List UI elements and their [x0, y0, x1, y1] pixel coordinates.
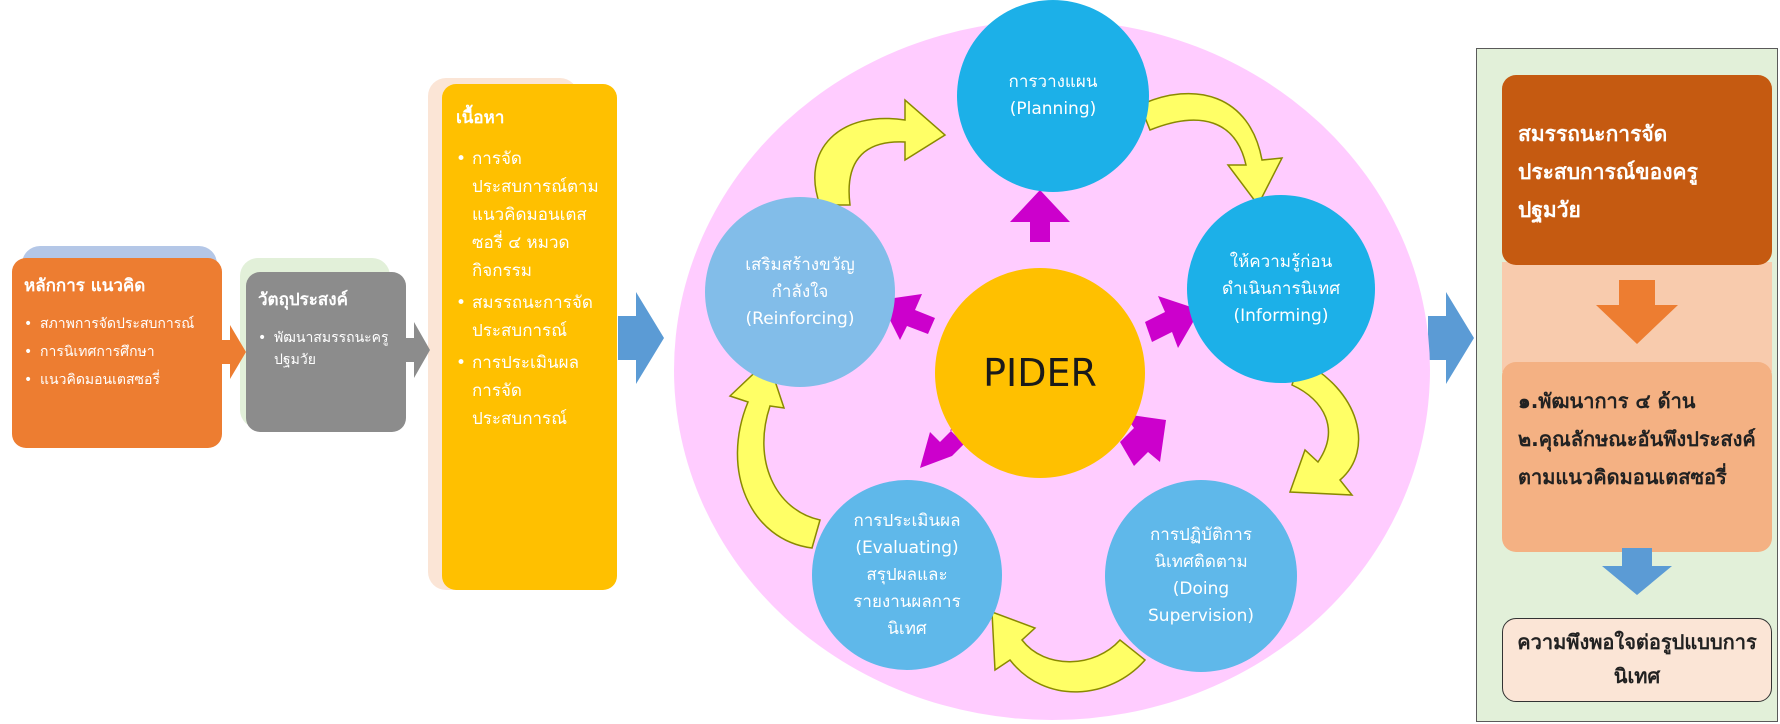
node-evaluating-line: สรุปผลและ	[866, 564, 948, 585]
arrow-center-to-evaluating	[920, 428, 964, 468]
objective-item: พัฒนาสมรรถนะครูปฐมวัย	[258, 327, 394, 371]
results-box: ๑.พัฒนาการ ๔ ด้าน ๒.คุณลักษณะอันพึงประสง…	[1502, 362, 1772, 552]
node-doing-line: (Doing	[1172, 579, 1230, 599]
node-informing-line: (Informing)	[1233, 305, 1329, 326]
node-reinforcing-line: กำลังใจ	[771, 281, 829, 302]
node-evaluating-line: (Evaluating)	[855, 537, 959, 558]
result-item: ๑.พัฒนาการ ๔ ด้าน	[1518, 389, 1696, 413]
principles-item: สภาพการจัดประสบการณ์	[24, 313, 210, 335]
curved-arrow-evaluating-to-reinforcing	[728, 358, 821, 549]
arrow-principles-to-objective	[220, 325, 246, 379]
arrow-cycle-to-outcome	[1428, 292, 1474, 384]
content-title: เนื้อหา	[456, 108, 505, 128]
arrow-objective-to-content	[404, 322, 430, 378]
node-doing-line: Supervision)	[1148, 606, 1254, 626]
curved-arrow-planning-to-informing	[1139, 92, 1284, 207]
content-item: สมรรถนะการจัดประสบการณ์	[456, 289, 603, 345]
curved-arrow-reinforcing-to-planning	[814, 98, 947, 206]
node-evaluating: การประเมินผล (Evaluating) สรุปผลและ รายง…	[812, 480, 1002, 670]
arrow-center-to-planning	[1010, 190, 1070, 242]
center-label: PIDER	[983, 351, 1097, 395]
content-item: การจัดประสบการณ์ตามแนวคิดมอนเตสซอรี่ ๔ ห…	[456, 145, 603, 285]
arrow-center-to-doing	[1120, 414, 1166, 466]
principles-item: แนวคิดมอนเตสซอรี่	[24, 369, 210, 391]
objective-box: วัตถุประสงค์ พัฒนาสมรรถนะครูปฐมวัย	[246, 272, 406, 432]
node-evaluating-line: รายงานผลการ	[853, 591, 961, 612]
magenta-arrows-group	[880, 190, 1200, 468]
node-reinforcing: เสริมสร้างขวัญ กำลังใจ (Reinforcing)	[705, 197, 895, 387]
node-doing: การปฏิบัติการ นิเทศติดตาม (Doing Supervi…	[1105, 480, 1297, 672]
node-evaluating-line: นิเทศ	[887, 618, 927, 639]
node-planning-line: (Planning)	[1009, 99, 1097, 119]
node-doing-line: การปฏิบัติการ	[1150, 525, 1252, 545]
curved-arrows-group	[728, 92, 1360, 693]
arrow-center-to-informing	[1145, 296, 1200, 348]
node-reinforcing-line: เสริมสร้างขวัญ	[745, 254, 855, 275]
node-planning: การวางแผน (Planning)	[957, 0, 1149, 192]
objective-title: วัตถุประสงค์	[258, 290, 348, 310]
result-item: ๒.คุณลักษณะอันพึงประสงค์ตามแนวคิดมอนเตสซ…	[1518, 427, 1756, 489]
principles-item: การนิเทศการศึกษา	[24, 341, 210, 363]
node-planning-line: การวางแผน	[1008, 72, 1098, 92]
curved-arrow-doing-to-evaluating	[991, 610, 1147, 693]
satisfaction-box: ความพึงพอใจต่อรูปแบบการนิเทศ	[1502, 618, 1772, 702]
node-informing: ให้ความรู้ก่อน ดำเนินการนิเทศ (Informing…	[1187, 195, 1375, 383]
node-center-pider: PIDER	[935, 268, 1145, 478]
node-doing-line: นิเทศติดตาม	[1154, 552, 1248, 572]
node-reinforcing-line: (Reinforcing)	[745, 308, 855, 329]
competency-box: สมรรถนะการจัดประสบการณ์ของครูปฐมวัย	[1502, 75, 1772, 265]
content-box: เนื้อหา การจัดประสบการณ์ตามแนวคิดมอนเตสซ…	[442, 84, 617, 590]
node-evaluating-line: การประเมินผล	[853, 510, 961, 531]
node-informing-line: ให้ความรู้ก่อน	[1229, 251, 1333, 272]
node-informing-line: ดำเนินการนิเทศ	[1221, 278, 1341, 299]
content-item: การประเมินผลการจัดประสบการณ์	[456, 349, 603, 433]
principles-box: หลักการ แนวคิด สภาพการจัดประสบการณ์ การน…	[12, 258, 222, 448]
principles-title: หลักการ แนวคิด	[24, 276, 146, 296]
curved-arrow-informing-to-doing	[1288, 358, 1360, 496]
arrow-content-to-cycle	[618, 292, 664, 384]
